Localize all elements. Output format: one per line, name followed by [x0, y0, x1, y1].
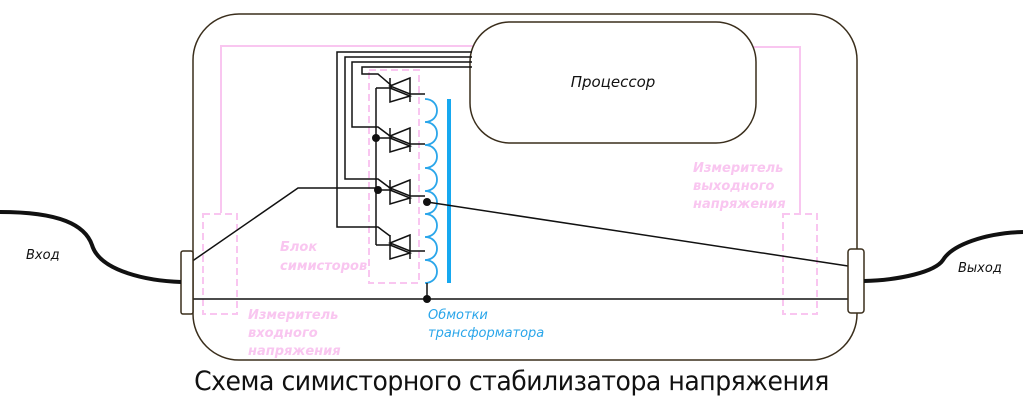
output-connector: [847, 248, 865, 314]
triac-1: [387, 76, 425, 104]
tap-junction-dot: [423, 198, 431, 206]
transformer-winding: [424, 98, 438, 284]
input-label: Вход: [26, 248, 60, 263]
processor-block: [469, 21, 757, 144]
neutral-junction-dot: [423, 295, 431, 303]
input-phase-wire: [190, 187, 378, 263]
control-wires: [336, 51, 472, 237]
input-meter-wire: [220, 45, 480, 213]
device-housing: [192, 13, 858, 361]
input-cable: [0, 210, 182, 284]
junction-dot: [374, 186, 382, 194]
output-meter-label: Измеритель выходного напряжения: [693, 161, 788, 212]
triacs-group: [387, 76, 425, 261]
junction-dot: [372, 134, 380, 142]
diagram-title: Схема симисторного стабилизатора напряже…: [194, 366, 829, 397]
triac-block-box: [368, 69, 420, 284]
input-meter-label: Измеритель входного напряжения: [248, 308, 343, 359]
output-meter-box: [782, 213, 818, 315]
processor-label: Процессор: [571, 73, 656, 91]
triac-2: [387, 126, 425, 154]
output-phase-wire: [426, 201, 849, 267]
input-meter-box: [202, 213, 238, 315]
triac-4: [387, 233, 425, 261]
output-label: Выход: [958, 261, 1002, 276]
output-meter-wire: [754, 46, 801, 214]
triac-block-label: Блок симисторов: [280, 240, 367, 274]
coil-turns: [424, 98, 438, 284]
triac-3: [387, 178, 425, 206]
windings-label: Обмотки трансформатора: [428, 308, 544, 341]
input-connector: [180, 250, 194, 315]
output-cable: [863, 230, 1023, 283]
triac-bus: [375, 87, 392, 246]
